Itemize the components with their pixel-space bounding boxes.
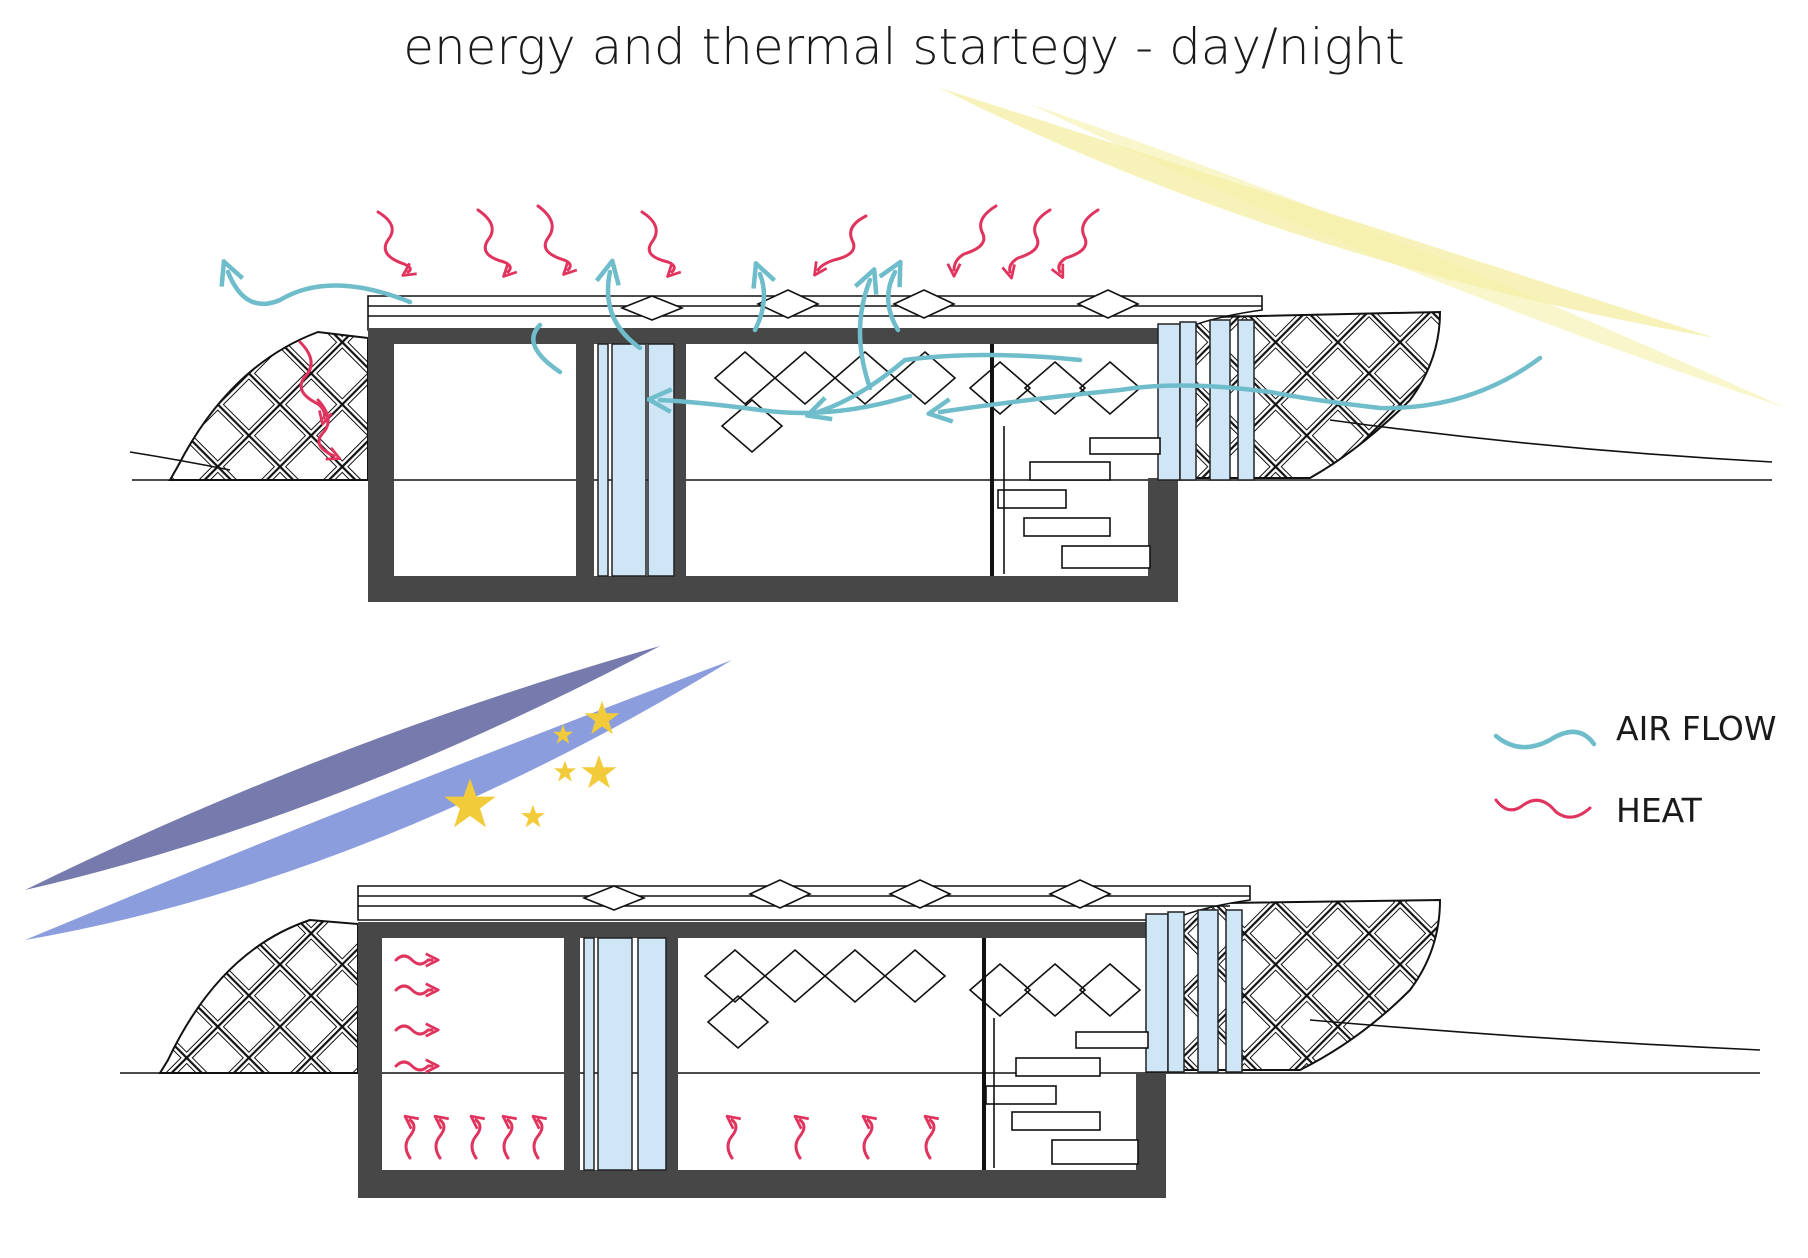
stairs-night (985, 1018, 1149, 1168)
left-lattice-shell-night (158, 918, 359, 1074)
skylights (619, 289, 1140, 321)
left-lattice-shell (168, 330, 369, 481)
heat-day (298, 204, 1100, 456)
day-section (129, 88, 1786, 602)
glass-panels-day (597, 319, 1255, 577)
legend-heat-label: HEAT (1616, 791, 1703, 830)
building-section-night (358, 922, 1166, 1198)
star-icon (521, 804, 545, 828)
ceiling-panels-night (703, 948, 1142, 1050)
terrain-slope (1329, 419, 1773, 463)
air-flow-legend-icon (1493, 729, 1597, 750)
star-icon (581, 754, 617, 789)
legend: AIR FLOW HEAT (1493, 709, 1777, 830)
diagram-title: energy and thermal startegy - day/night (403, 18, 1405, 76)
sun-rays-icon (940, 88, 1786, 408)
building-section-day (368, 328, 1178, 602)
legend-air-flow-label: AIR FLOW (1616, 709, 1777, 748)
heat-night-horizontal (394, 956, 432, 1070)
skylights-night (581, 879, 1112, 911)
glass-panels-night (583, 909, 1243, 1171)
ceiling-panels-day (713, 350, 1142, 454)
night-section (25, 646, 1761, 1198)
heat-night-rising (406, 1120, 934, 1160)
air-flow-day (228, 272, 1543, 413)
stairs-day (997, 426, 1161, 574)
night-sky-icon (25, 646, 732, 940)
heat-legend-icon (1494, 798, 1592, 819)
star-icon (553, 760, 577, 782)
